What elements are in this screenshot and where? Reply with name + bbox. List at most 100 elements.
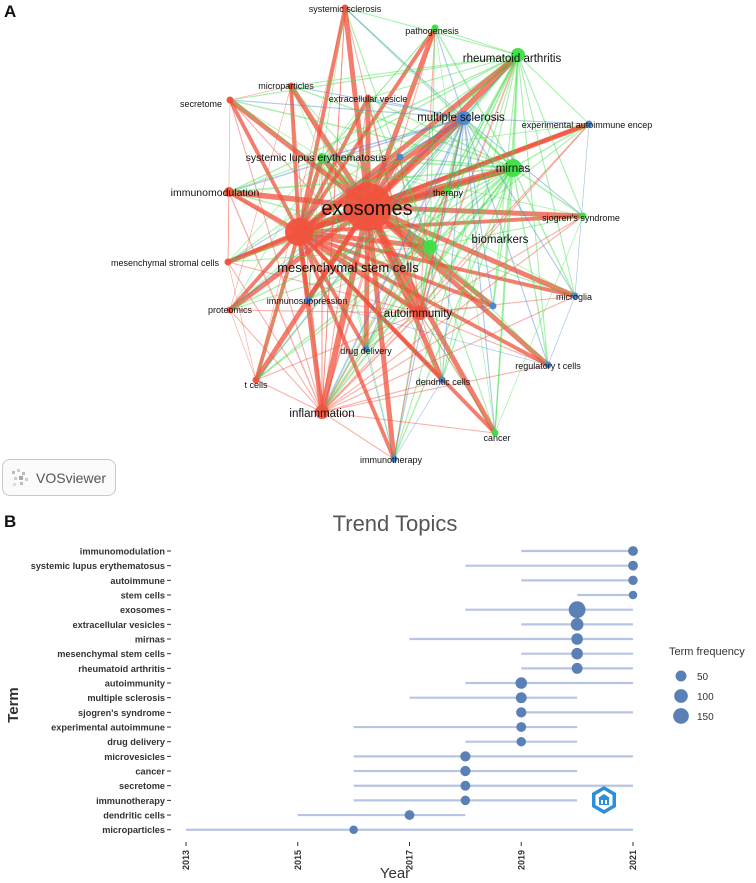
network-edge: [399, 54, 519, 158]
network-edge: [399, 156, 431, 248]
network-edge: [494, 215, 584, 434]
network-edge: [229, 99, 514, 169]
term-point: [568, 601, 586, 619]
network-node-label: biomarkers: [472, 234, 529, 246]
term-point: [404, 810, 415, 820]
network-node: [287, 82, 295, 90]
network-edge: [228, 191, 431, 248]
network-node-label: microglia: [556, 292, 592, 302]
network-node: [344, 183, 392, 231]
network-edge: [307, 246, 431, 301]
network-edge: [463, 117, 514, 169]
network-edge: [393, 167, 514, 460]
network-edge: [297, 230, 497, 435]
term-point: [515, 692, 527, 704]
network-edge: [429, 246, 549, 366]
legend-entry-label: 150: [697, 712, 714, 723]
network-edge: [419, 123, 590, 314]
legend-swatch: [675, 670, 687, 682]
network-node-label: pathogenesis: [405, 26, 459, 36]
network-edge: [447, 117, 465, 192]
network-edge: [321, 7, 346, 413]
network-edge: [227, 246, 431, 263]
network-node: [224, 258, 232, 266]
network-edge: [517, 54, 549, 366]
network-edge: [227, 97, 371, 210]
legend-swatch: [673, 708, 689, 724]
network-edge: [297, 230, 577, 298]
network-edge: [321, 157, 584, 217]
vosviewer-label: VOSviewer: [36, 469, 107, 486]
network-edge: [419, 312, 496, 434]
term-label: microvesicles: [104, 752, 165, 762]
network-node-label: mesenchymal stromal cells: [111, 258, 220, 268]
network-node-label: microparticles: [258, 81, 314, 91]
term-label: immunotherapy: [96, 796, 166, 806]
term-label: microparticles: [102, 825, 165, 835]
network-edge: [290, 85, 465, 119]
network-edge: [365, 246, 431, 350]
network-edge: [344, 7, 421, 314]
term-point: [516, 736, 526, 747]
network-edge: [463, 117, 584, 217]
network-edge: [321, 157, 367, 350]
network-edge: [321, 411, 496, 434]
network-edge: [321, 97, 369, 159]
term-label: secretome: [119, 781, 165, 791]
network-node-label: systemic lupus erythematosus: [246, 152, 387, 164]
network-edge: [321, 157, 576, 297]
network-edge: [367, 97, 514, 169]
network-edge: [365, 348, 395, 460]
network-edge: [365, 204, 586, 219]
network-edge: [463, 54, 519, 119]
vosviewer-badge: VOSviewer: [2, 459, 116, 496]
term-point: [571, 662, 583, 674]
network-edge: [228, 191, 421, 314]
network-edge: [296, 229, 423, 316]
network-edge: [492, 167, 514, 307]
network-edge: [512, 167, 584, 217]
term-point: [516, 722, 527, 732]
x-tick-label: 2015: [293, 850, 303, 870]
network-edge: [228, 98, 301, 234]
network-edge: [307, 157, 323, 301]
network-edge: [229, 309, 421, 314]
network-edge: [255, 246, 431, 381]
network-edge: [321, 157, 449, 192]
term-label: systemic lupus erythematosus: [31, 561, 165, 571]
network-edge: [365, 204, 445, 383]
network-edge: [321, 117, 465, 413]
term-label: stem cells: [121, 591, 165, 601]
term-label: cancer: [135, 767, 165, 777]
network-node: [362, 345, 370, 353]
network-edge: [321, 295, 576, 413]
network-node: [504, 159, 522, 177]
network-edge: [434, 27, 519, 56]
network-node-label: immunosuppression: [267, 296, 348, 306]
network-edge: [365, 312, 421, 350]
term-point: [571, 647, 583, 660]
network-node: [285, 218, 313, 246]
network-edge: [321, 379, 443, 413]
network-node-label: regulatory t cells: [515, 361, 581, 371]
network-edge: [307, 299, 323, 413]
network-edge: [289, 84, 301, 234]
network-edge: [517, 54, 590, 125]
term-point: [628, 590, 638, 600]
network-node-label: immunotherapy: [360, 455, 423, 465]
network-edge: [367, 97, 421, 314]
network-edge: [399, 117, 465, 158]
network-edge: [297, 6, 347, 234]
x-tick-label: 2017: [405, 850, 415, 870]
network-edge: [419, 27, 436, 314]
network-node: [571, 292, 579, 300]
network-node: [438, 376, 446, 384]
network-edge: [321, 54, 519, 413]
x-tick-label: 2013: [181, 850, 191, 870]
network-edge: [297, 230, 396, 461]
network-node: [413, 306, 427, 320]
term-label: extracellular vesicles: [73, 620, 165, 630]
legend-entry-label: 100: [697, 692, 714, 703]
network-edge: [296, 229, 433, 250]
